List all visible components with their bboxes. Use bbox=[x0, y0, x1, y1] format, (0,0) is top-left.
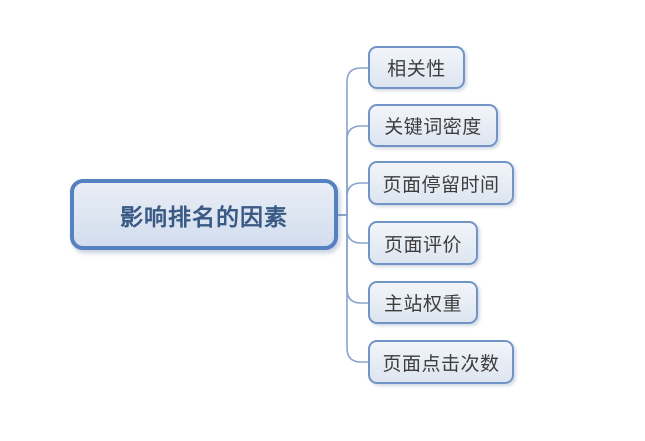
subtopic-node-page-dwell-time[interactable]: 页面停留时间 bbox=[368, 161, 514, 205]
connector-root-to-child-6 bbox=[337, 214, 369, 363]
subtopic-label: 关键词密度 bbox=[384, 117, 482, 138]
connector-root-to-child-4 bbox=[337, 214, 369, 244]
subtopic-node-keyword-density[interactable]: 关键词密度 bbox=[368, 104, 498, 147]
root-topic-node[interactable]: 影响排名的因素 bbox=[70, 179, 338, 250]
subtopic-node-page-rating[interactable]: 页面评价 bbox=[368, 221, 478, 265]
connector-root-to-child-3 bbox=[337, 182, 369, 216]
root-topic-label: 影响排名的因素 bbox=[120, 203, 288, 230]
subtopic-label: 主站权重 bbox=[383, 294, 462, 315]
subtopic-label: 相关性 bbox=[387, 59, 446, 80]
subtopic-node-relevance[interactable]: 相关性 bbox=[368, 46, 465, 89]
subtopic-label: 页面评价 bbox=[383, 234, 462, 256]
connector-root-to-child-2 bbox=[337, 125, 369, 216]
subtopic-node-site-weight[interactable]: 主站权重 bbox=[368, 281, 478, 324]
subtopic-node-page-clicks[interactable]: 页面点击次数 bbox=[368, 340, 514, 384]
connector-root-to-child-1 bbox=[337, 67, 369, 216]
connector-root-to-child-5 bbox=[337, 214, 369, 304]
subtopic-label: 页面点击次数 bbox=[382, 353, 500, 375]
subtopic-label: 页面停留时间 bbox=[382, 174, 500, 196]
